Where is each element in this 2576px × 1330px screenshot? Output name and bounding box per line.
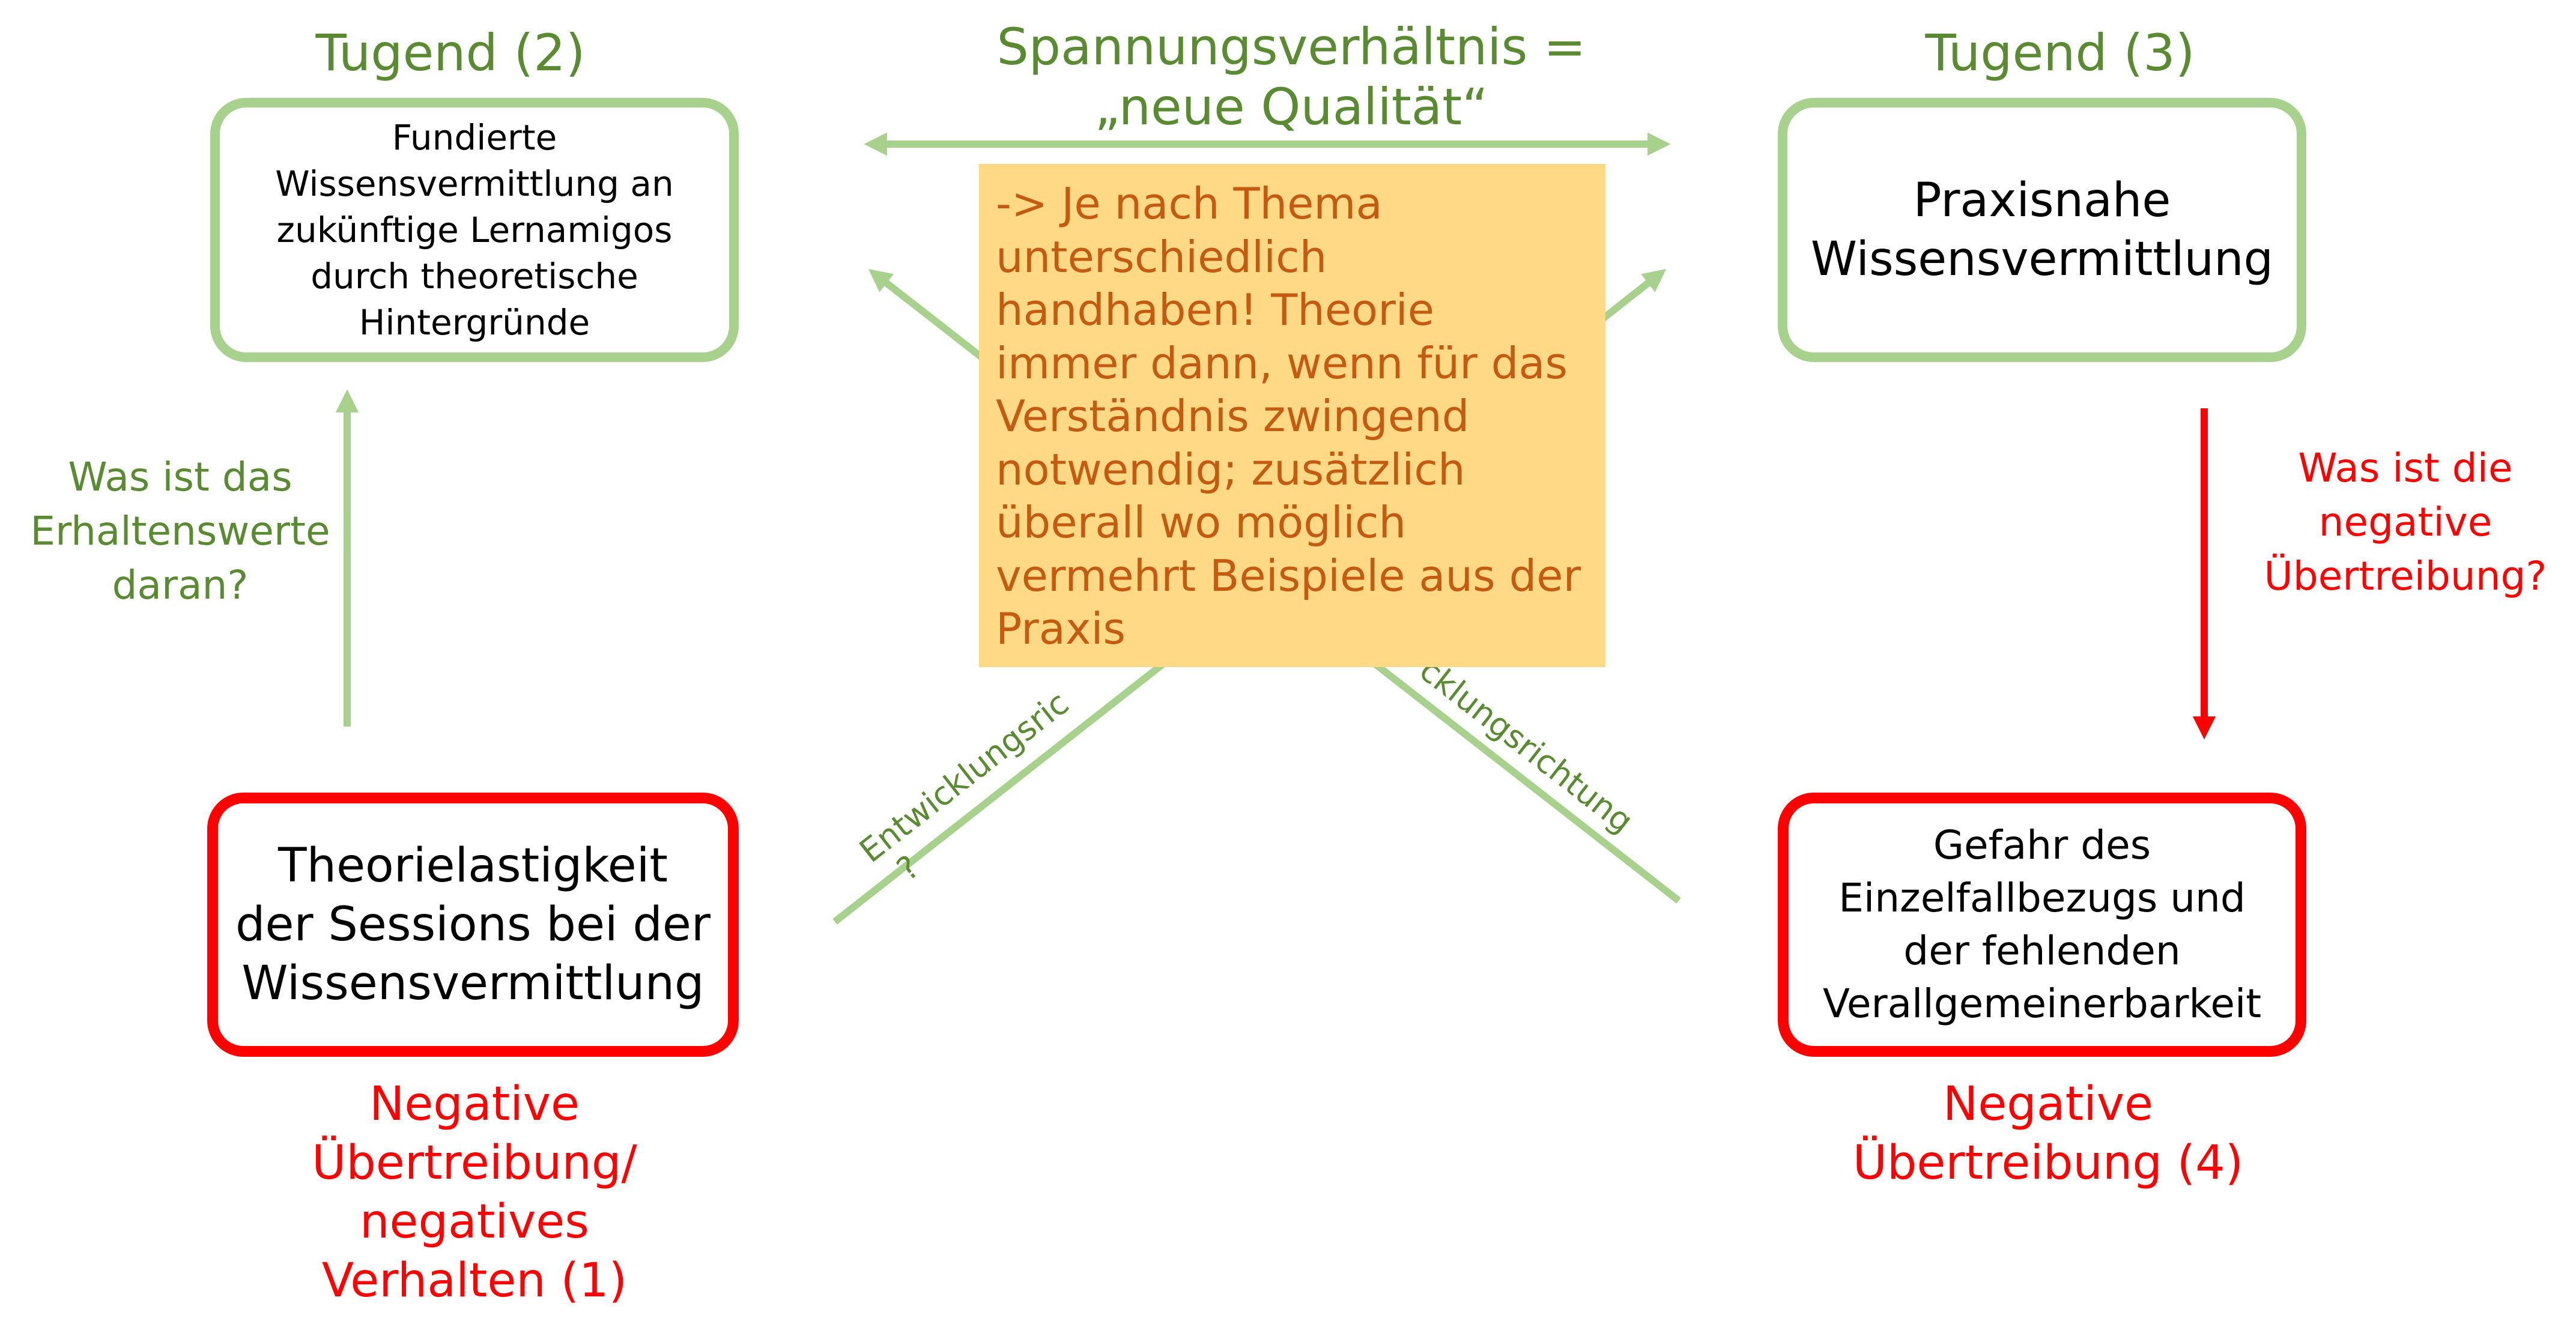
note-line: notwendig; zusätzlich	[996, 444, 1465, 495]
note-line: Verständnis zwingend	[996, 391, 1470, 441]
negative-4-box: Gefahr des Einzelfallbezugs und der fehl…	[1778, 793, 2306, 1057]
negative-4-line: Gefahr des	[1933, 822, 2151, 868]
question-right-line: Was ist die	[2298, 445, 2513, 491]
virtue-2-line: durch theoretische	[311, 255, 638, 297]
negative-1-box: Theorielastigkeit der Sessions bei der W…	[207, 793, 739, 1057]
virtue-2-line: Wissensvermittlung an	[275, 163, 674, 204]
virtue-2-box: Fundierte Wissensvermittlung an zukünfti…	[210, 98, 739, 362]
note-line: Praxis	[996, 603, 1126, 654]
negative-1-caption-line: Verhalten (1)	[321, 1254, 628, 1308]
note-line: überall wo möglich	[996, 497, 1407, 548]
negative-1-caption-line: Übertreibung/	[312, 1136, 637, 1190]
virtue-2-line: Fundierte	[392, 116, 557, 158]
virtue-2-line: Hintergründe	[359, 301, 590, 343]
note-line: handhaben! Theorie	[996, 285, 1435, 335]
note-line: vermehrt Beispiele aus der	[996, 550, 1581, 601]
negative-4-caption-line: Negative	[1942, 1077, 2154, 1131]
negative-4-caption: Negative Übertreibung (4)	[1802, 1075, 2294, 1192]
tension-label: Spannungsverhältnis = „neue Qualität“	[931, 17, 1652, 137]
tension-label-line-2: „neue Qualität“	[1094, 77, 1488, 136]
negative-4-line: Verallgemeinerbarkeit	[1822, 981, 2262, 1027]
question-right-line: negative	[2318, 499, 2493, 545]
negative-4-caption-line: Übertreibung (4)	[1852, 1136, 2244, 1190]
virtue-3-line: Wissensvermittlung	[1810, 232, 2274, 286]
question-left-line: Was ist das	[68, 454, 292, 500]
tension-label-line-1: Spannungsverhältnis =	[996, 17, 1586, 76]
question-right-line: Übertreibung?	[2264, 553, 2547, 599]
negative-1-caption-line: Negative	[369, 1077, 580, 1131]
virtue-3-line: Praxisnahe	[1913, 174, 2171, 228]
negative-1-line: Wissensvermittlung	[241, 957, 705, 1011]
question-left: Was ist das Erhaltenswerte daran?	[24, 450, 336, 612]
negative-1-line: Theorielastigkeit	[277, 839, 668, 893]
negative-1-line: der Sessions bei der	[235, 898, 711, 952]
negative-1-caption: Negative Übertreibung/ negatives Verhalt…	[228, 1075, 721, 1310]
virtue-2-line: zukünftige Lernamigos	[276, 209, 673, 250]
question-left-line: daran?	[112, 562, 249, 608]
negative-4-line: Einzelfallbezugs und	[1838, 875, 2246, 921]
note-line: -> Je nach Thema	[996, 178, 1383, 229]
question-left-line: Erhaltenswerte	[30, 508, 330, 554]
virtue-2-heading: Tugend (2)	[315, 23, 586, 82]
virtue-3-box: Praxisnahe Wissensvermittlung	[1778, 98, 2306, 362]
virtue-3-heading: Tugend (3)	[1925, 23, 2195, 82]
negative-1-caption-line: negatives	[360, 1195, 589, 1249]
note-box: -> Je nach Thema unterschiedlich handhab…	[979, 164, 1605, 667]
note-line: immer dann, wenn für das	[996, 337, 1568, 388]
question-right: Was ist die negative Übertreibung?	[2240, 441, 2571, 603]
negative-4-line: der fehlenden	[1903, 928, 2181, 974]
note-line: unterschiedlich	[996, 231, 1327, 282]
